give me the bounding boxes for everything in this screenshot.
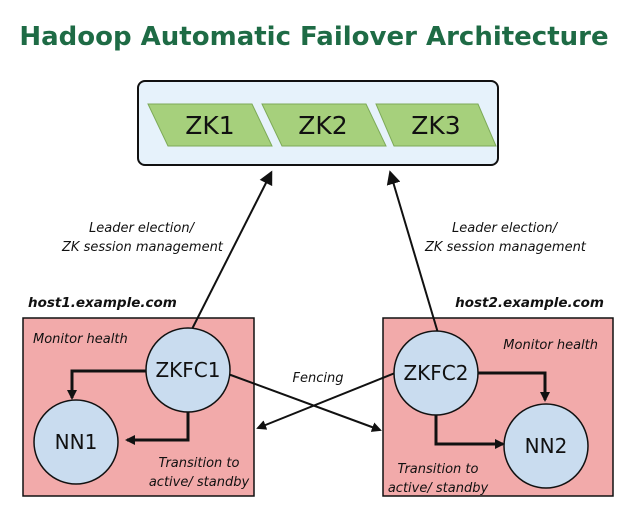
zkfc2-to-zk-arrow (386, 170, 439, 334)
fencing-label: Fencing (293, 371, 344, 386)
zkfc1-label: ZKFC1 (155, 358, 220, 382)
host1-transition-label-line2: active/ standby (149, 475, 250, 490)
zkfc2-node (393, 330, 479, 416)
left-zk-session-label: ZK session management (61, 240, 224, 255)
fencing-arrow-to-host1 (256, 372, 396, 430)
right-leader-election-label: Leader election/ (452, 221, 559, 236)
diagram-title: Hadoop Automatic Failover Architecture (19, 22, 608, 52)
zk-node-3 (375, 103, 497, 147)
right-zk-session-label: ZK session management (424, 240, 587, 255)
zkfc1-node (145, 327, 231, 413)
left-leader-election-label: Leader election/ (89, 221, 196, 236)
host1-monitor-health-label: Monitor health (33, 332, 128, 347)
host2-transition-label-line2: active/ standby (388, 481, 489, 496)
zk-node-3-label: ZK3 (411, 111, 460, 140)
host2-transition-label-line1: Transition to (398, 462, 479, 477)
zkfc1-to-zk-arrow (189, 170, 273, 334)
zk-node-1-label: ZK1 (185, 111, 234, 140)
nn2-node (503, 403, 589, 489)
zkfc2-transition-arrow (434, 402, 505, 449)
host2-name: host2.example.com (455, 295, 604, 311)
zkfc1-transition-arrow (125, 400, 190, 445)
zkfc2-monitor-health-arrow (476, 371, 550, 402)
zkfc1-monitor-health-arrow (67, 369, 150, 400)
zk-node-2-label: ZK2 (298, 111, 347, 140)
zk-node-1 (147, 103, 273, 147)
nn1-label: NN1 (55, 430, 98, 454)
fencing-arrow-to-host2 (227, 373, 382, 432)
host2-monitor-health-label: Monitor health (503, 338, 598, 353)
zk-node-2 (261, 103, 387, 147)
nn1-node (33, 399, 119, 485)
nn2-label: NN2 (525, 434, 568, 458)
zkfc2-label: ZKFC2 (403, 361, 468, 385)
host1-name: host1.example.com (28, 295, 177, 311)
host1-transition-label-line1: Transition to (159, 456, 240, 471)
